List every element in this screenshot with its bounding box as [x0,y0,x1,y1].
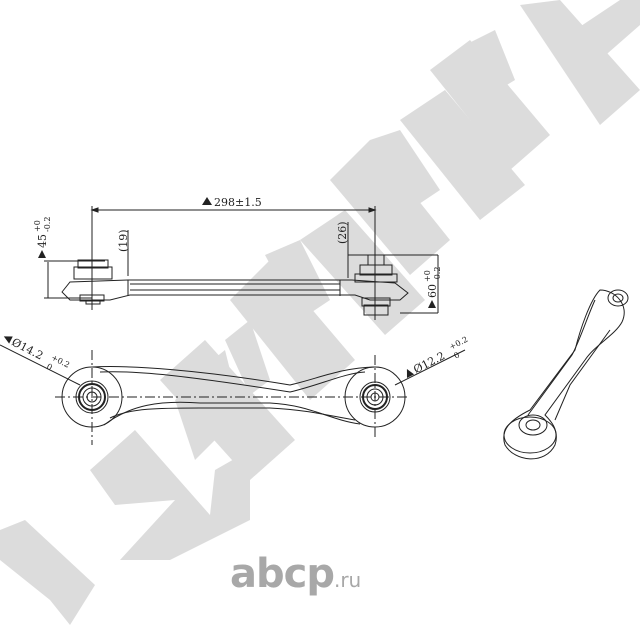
left-offset-dimension: (19) [117,229,130,252]
left-height-dimension: 45 [36,234,49,248]
top-view [0,344,466,445]
isometric-view [503,289,629,460]
svg-text:0: 0 [452,350,461,360]
right-height-dimension: 60 [426,284,439,298]
svg-text:+0: +0 [33,220,42,232]
svg-text:-0.2: -0.2 [43,217,52,232]
svg-text:-0.2: -0.2 [433,267,442,282]
length-dimension: 298±1.5 [214,196,262,209]
svg-text:+0.2: +0.2 [50,353,71,370]
right-offset-dimension: (26) [336,221,349,244]
right-bore-dimension: Ø12.2 [411,349,447,376]
svg-text:0: 0 [45,362,54,372]
svg-text:+0.2: +0.2 [448,335,469,352]
abcp-logo: abcp.ru [230,551,362,597]
side-view [44,206,439,320]
svg-text:+0: +0 [423,270,432,282]
